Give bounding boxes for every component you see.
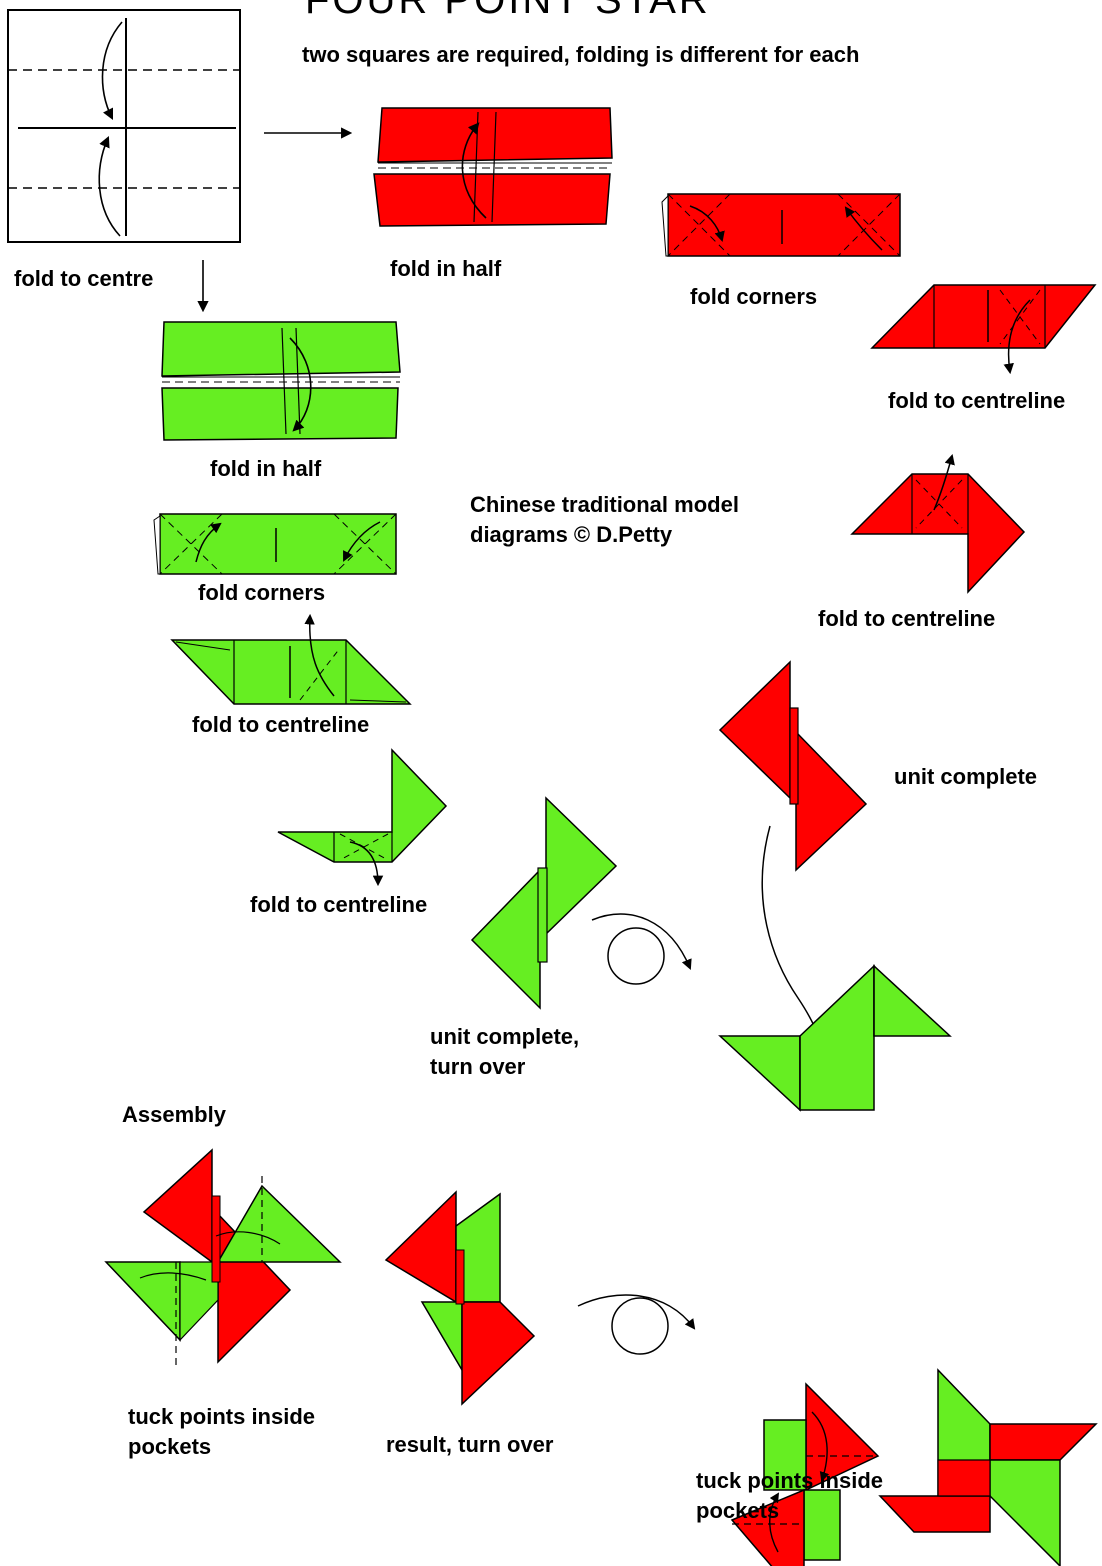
label-green-fold-in-half: fold in half xyxy=(210,456,322,481)
tuck-1-line-1: tuck points inside xyxy=(128,1404,316,1429)
label-red-fold-in-half: fold in half xyxy=(390,256,502,281)
green-unit-complete-line-1: unit complete, xyxy=(430,1024,580,1049)
credit-line-1: Chinese traditional model xyxy=(470,492,739,517)
arrow-icon xyxy=(98,135,121,237)
label-red-fold-corners: fold corners xyxy=(690,284,818,309)
green-step-fold-to-centreline-2 xyxy=(277,748,448,887)
label-red-unit-complete: unit complete xyxy=(894,764,1038,789)
tuck-1-line-2: pockets xyxy=(128,1434,212,1459)
label-tuck-points-1: tuck points inside pockets xyxy=(128,1402,315,1462)
label-assembly: Assembly xyxy=(122,1102,226,1127)
assembly-step-tuck-2 xyxy=(730,1382,880,1566)
green-unit-turned-over xyxy=(718,964,952,1112)
assembly-step-tuck-1 xyxy=(104,1148,342,1370)
green-step-fold-in-half xyxy=(161,321,401,441)
red-step-fold-to-centreline-2 xyxy=(850,453,1026,594)
page-title: FOUR POINT STAR xyxy=(305,0,711,22)
turn-over-icon xyxy=(591,913,692,985)
green-unit-complete-line-2: turn over xyxy=(430,1054,526,1079)
label-green-unit-complete: unit complete, turn over xyxy=(430,1022,579,1082)
subtitle: two squares are required, folding is dif… xyxy=(302,42,860,67)
label-fold-to-centre: fold to centre xyxy=(14,266,154,291)
green-unit-complete xyxy=(470,796,618,1010)
red-step-fold-in-half xyxy=(373,107,613,227)
label-red-fold-to-centreline-1: fold to centreline xyxy=(888,388,1066,413)
turn-over-icon xyxy=(577,1294,696,1355)
label-tuck-points-2: tuck points inside pockets xyxy=(696,1466,883,1526)
step-square-fold-to-centre xyxy=(7,9,241,243)
label-result-turn-over: result, turn over xyxy=(386,1432,554,1457)
tuck-2-line-1: tuck points inside xyxy=(696,1468,884,1493)
red-step-fold-corners xyxy=(661,193,901,257)
final-four-point-star xyxy=(878,1368,1098,1566)
label-green-fold-to-centreline-2: fold to centreline xyxy=(250,892,428,917)
assembly-step-result xyxy=(384,1190,536,1406)
credit-text: Chinese traditional model diagrams © D.P… xyxy=(470,490,739,550)
green-step-fold-to-centreline-1 xyxy=(170,613,412,705)
label-red-fold-to-centreline-2: fold to centreline xyxy=(818,606,996,631)
tuck-2-line-2: pockets xyxy=(696,1498,780,1523)
label-green-fold-to-centreline-1: fold to centreline xyxy=(192,712,370,737)
credit-line-2: diagrams © D.Petty xyxy=(470,522,673,547)
arrow-icon xyxy=(101,21,123,121)
red-unit-complete xyxy=(718,660,868,872)
label-green-fold-corners: fold corners xyxy=(198,580,326,605)
green-step-fold-corners xyxy=(153,513,397,575)
red-step-fold-to-centreline-1 xyxy=(870,284,1097,375)
